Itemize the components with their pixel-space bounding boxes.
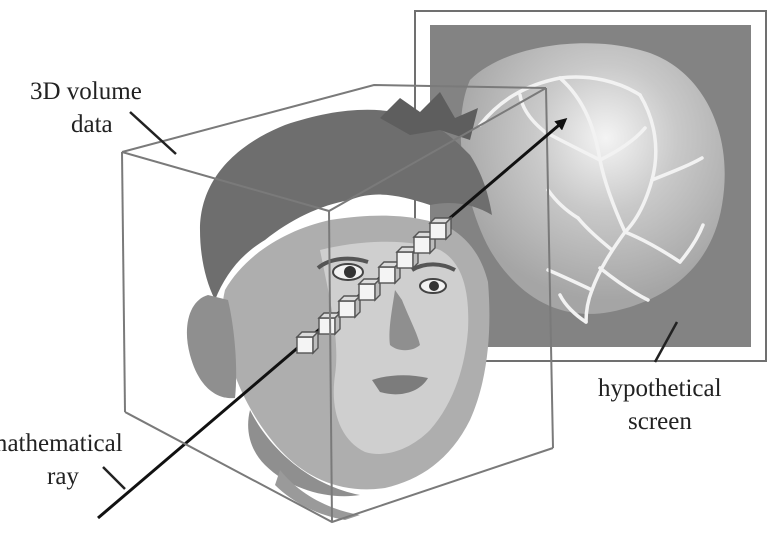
sample-voxels — [295, 216, 453, 355]
ear — [186, 295, 237, 399]
face-highlight — [320, 241, 469, 454]
mathematical-ray — [97, 118, 568, 520]
hair-tuft — [380, 92, 478, 140]
sample-voxel — [295, 330, 320, 355]
ray-label-line1: mathematical — [0, 430, 123, 457]
volume-label-line1: 3D volume — [30, 78, 142, 105]
eyes — [316, 256, 456, 294]
nose — [389, 290, 420, 351]
volume-cube-back — [121, 83, 554, 449]
sample-voxel — [337, 294, 362, 319]
ray-leader — [102, 466, 126, 490]
screen-label-line2: screen — [628, 408, 692, 435]
sample-voxel — [428, 216, 453, 241]
hair — [200, 109, 492, 300]
sample-voxel — [357, 277, 382, 302]
volume-cube-front — [121, 87, 554, 524]
screen-leader — [653, 321, 679, 363]
leader-lines — [102, 111, 679, 490]
ray-label-line2: ray — [47, 463, 79, 490]
sample-voxel — [395, 245, 420, 270]
volume-label-line2: data — [71, 111, 113, 138]
jaw-shadow — [248, 410, 360, 497]
screen-label-line1: hypothetical — [598, 375, 722, 402]
volume-leader — [129, 111, 177, 155]
blood-vessels — [478, 75, 705, 324]
mouth — [372, 375, 428, 395]
